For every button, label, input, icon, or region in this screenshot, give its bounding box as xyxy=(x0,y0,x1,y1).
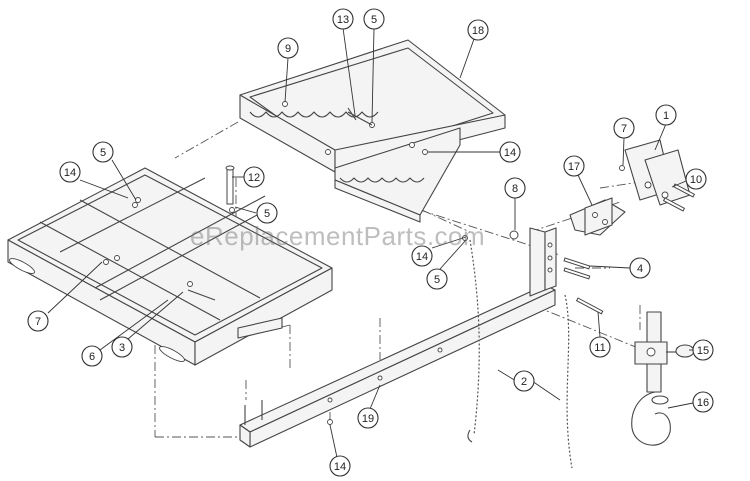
callout-label: 5 xyxy=(371,14,377,26)
callout-label: 19 xyxy=(362,413,374,425)
callout-14-a: 14 xyxy=(59,161,81,183)
callout-1: 1 xyxy=(655,104,677,126)
callout-label: 3 xyxy=(119,342,125,354)
bolts xyxy=(135,107,696,425)
callout-label: 11 xyxy=(594,342,605,354)
callout-label: 10 xyxy=(690,174,702,186)
callout-label: 15 xyxy=(697,345,709,357)
callout-label: 7 xyxy=(621,123,627,135)
safety-chains xyxy=(467,239,573,469)
callout-8: 8 xyxy=(504,177,526,199)
callout-label: 17 xyxy=(568,161,580,173)
callout-6: 6 xyxy=(81,345,103,367)
callout-label: 12 xyxy=(248,172,260,184)
callout-5-a: 5 xyxy=(363,8,385,30)
callout-label: 8 xyxy=(512,183,518,195)
callout-4: 4 xyxy=(629,257,651,279)
callout-label: 5 xyxy=(100,147,106,159)
callout-3: 3 xyxy=(111,336,133,358)
callout-5-d: 5 xyxy=(426,268,448,290)
callout-13: 13 xyxy=(332,8,354,30)
callout-label: 14 xyxy=(64,167,76,179)
callout-11: 11 xyxy=(589,336,611,358)
left-frame xyxy=(7,167,333,366)
callout-17: 17 xyxy=(563,155,585,177)
callout-label: 14 xyxy=(416,251,428,263)
jack-stand xyxy=(631,311,695,446)
callout-7-b: 7 xyxy=(613,117,635,139)
callout-18: 18 xyxy=(467,19,489,41)
callout-14-c: 14 xyxy=(411,245,433,267)
callout-14-b: 14 xyxy=(499,141,521,163)
callout-19: 19 xyxy=(357,407,379,429)
callout-label: 7 xyxy=(35,316,41,328)
callout-label: 5 xyxy=(264,208,270,220)
callout-5-b: 5 xyxy=(92,141,114,163)
callout-label: 18 xyxy=(472,25,484,37)
callout-14-d: 14 xyxy=(329,455,351,477)
callout-label: 14 xyxy=(334,461,346,473)
clevis-hitch xyxy=(624,139,691,206)
callout-label: 2 xyxy=(521,376,527,388)
callout-label: 13 xyxy=(337,14,349,26)
mount-plate xyxy=(569,197,626,236)
callout-12: 12 xyxy=(243,166,265,188)
callout-2: 2 xyxy=(513,370,535,392)
leader-lines xyxy=(47,27,694,463)
callout-label: 1 xyxy=(663,110,669,122)
feeder-tray xyxy=(239,39,506,223)
callout-5-c: 5 xyxy=(256,202,278,224)
callout-10: 10 xyxy=(685,168,707,190)
callout-label: 16 xyxy=(697,397,709,409)
callout-16: 16 xyxy=(692,391,714,413)
callout-label: 6 xyxy=(89,351,95,363)
callout-label: 5 xyxy=(434,274,440,286)
callout-7-a: 7 xyxy=(27,310,49,332)
callout-label: 14 xyxy=(504,147,516,159)
hitch-bracket xyxy=(529,227,557,297)
callout-label: 4 xyxy=(637,263,643,275)
callout-15: 15 xyxy=(692,339,714,361)
callout-9: 9 xyxy=(277,37,299,59)
callout-label: 9 xyxy=(285,43,291,55)
